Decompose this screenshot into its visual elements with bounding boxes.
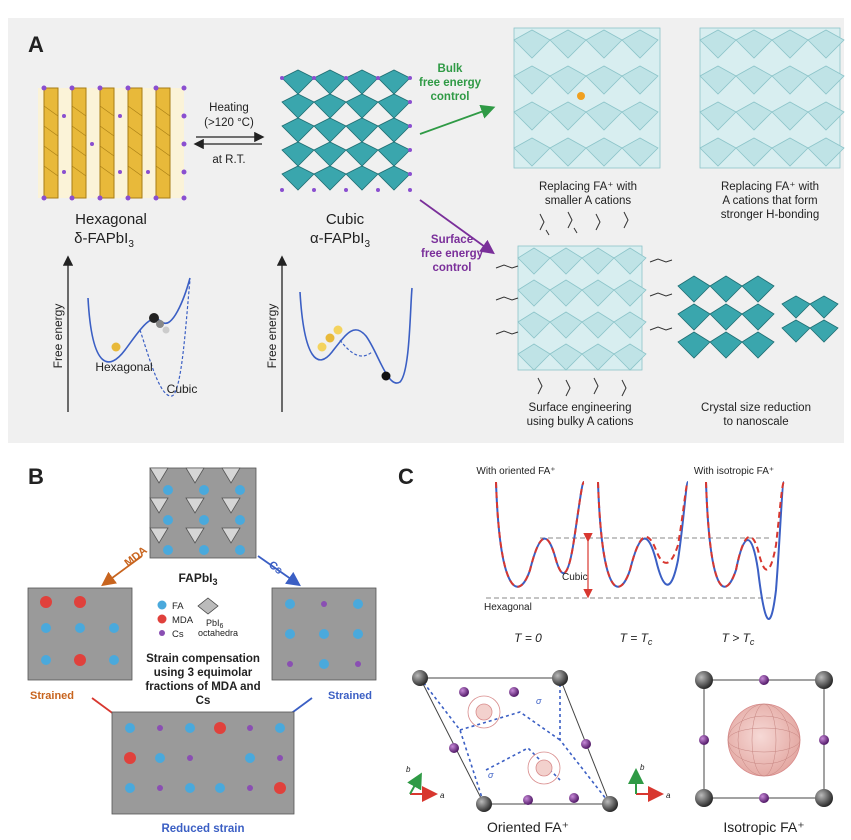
- strain-text-1: Strain compensation: [146, 653, 260, 665]
- small-cation-marker: [577, 92, 585, 100]
- energy-plot-cubic: [276, 255, 413, 412]
- sigma-label-1: σ: [536, 696, 542, 706]
- caption-nano-2: to nanoscale: [723, 416, 788, 428]
- plot-cubic-label: Cubic: [167, 382, 198, 396]
- surface-label-3: control: [433, 262, 472, 274]
- reduced-strain-label: Reduced strain: [161, 823, 244, 835]
- caption-smaller-2: smaller A cations: [545, 195, 632, 207]
- strain-text-4: Cs: [196, 695, 211, 707]
- panel-c-label: C: [398, 464, 414, 489]
- caption-hbond-3: stronger H-bonding: [721, 209, 819, 221]
- bulk-label-1: Bulk: [438, 63, 464, 75]
- axis-b-label-1: b: [406, 765, 411, 774]
- legend-fa: FA: [172, 601, 184, 612]
- bulky-cations: [495, 211, 673, 397]
- cs-arrow: [257, 555, 301, 587]
- caption-smaller-1: Replacing FA⁺ with: [539, 181, 637, 193]
- heating-label: Heating: [209, 102, 249, 114]
- bulk-control-arrow: [419, 104, 496, 135]
- caption-hbond-2: A cations that form: [722, 195, 817, 207]
- panel-a-label: A: [28, 32, 44, 57]
- cubic-name: Cubic: [326, 211, 365, 228]
- energy-plot-hexagonal: [62, 255, 191, 412]
- heating-temp-label: (>120 °C): [204, 117, 254, 129]
- hexagonal-formula: δ-FAPbI3: [74, 230, 134, 250]
- lattice-surface-engineering: [517, 245, 647, 371]
- oriented-caption: Oriented FA⁺: [487, 819, 569, 835]
- strain-text-2: using 3 equimolar: [154, 667, 253, 679]
- surface-label-2: free energy: [421, 248, 484, 260]
- cubic-iodide-atoms: [280, 76, 412, 192]
- temp-zero-label: T = 0: [514, 631, 542, 645]
- heating-arrows: [193, 131, 265, 150]
- sigma-label-2: σ: [488, 770, 494, 780]
- hexagonal-name: Hexagonal: [75, 211, 147, 228]
- bulk-label-2: free energy: [419, 77, 482, 89]
- axis-a-label-2: a: [666, 791, 671, 800]
- mda-strained-lattice: [27, 587, 133, 681]
- lattice-hbonding-cations: [699, 27, 845, 169]
- axis-b-label-2: b: [640, 763, 645, 772]
- cubic-structure: [281, 69, 411, 191]
- cs-strained-lattice: [271, 587, 377, 681]
- oriented-title: With oriented FA⁺: [476, 466, 555, 477]
- isotropic-title: With isotropic FA⁺: [694, 466, 774, 477]
- surface-control-arrow: [419, 199, 495, 255]
- mda-arrow: [101, 555, 143, 587]
- nanocrystals: [677, 275, 839, 359]
- free-energy-axis-1: Free energy: [51, 304, 65, 369]
- hexagonal-energy-label: Hexagonal: [484, 602, 532, 613]
- fapbi3-lattice: [149, 467, 257, 559]
- legend-mda: MDA: [172, 615, 194, 626]
- axis-a-label-1: a: [440, 791, 445, 800]
- lattice-smaller-cations: [513, 27, 661, 169]
- oriented-fa-cell: [407, 670, 618, 812]
- mda-arrow-label: MDA: [122, 544, 149, 569]
- cubic-formula: α-FAPbI3: [310, 230, 371, 250]
- surface-label-1: Surface: [431, 234, 473, 246]
- strained-right-label: Strained: [328, 690, 372, 702]
- legend-octahedra-2: octahedra: [198, 628, 238, 638]
- fapbi3-label: FAPbI3: [178, 571, 217, 587]
- energy-curves: [486, 481, 785, 620]
- isotropic-caption: Isotropic FA⁺: [723, 819, 804, 835]
- strained-left-label: Strained: [30, 690, 74, 702]
- caption-surface-1: Surface engineering: [529, 402, 632, 414]
- temp-tc-label: T = Tc: [620, 631, 653, 647]
- legend-octahedra-1: PbI6: [206, 618, 224, 630]
- hexagonal-structure: [38, 85, 187, 201]
- reduced-strain-lattice: [111, 711, 295, 815]
- plot-hexagonal-label: Hexagonal: [95, 360, 152, 374]
- caption-nano-1: Crystal size reduction: [701, 402, 811, 414]
- legend-cs: Cs: [172, 629, 184, 640]
- panel-b-legend: [157, 597, 219, 636]
- isotropic-fa-cell: [628, 671, 833, 807]
- free-energy-axis-2: Free energy: [265, 304, 279, 369]
- strain-text-3: fractions of MDA and: [145, 681, 260, 693]
- temp-above-tc-label: T > Tc: [722, 631, 755, 647]
- room-temp-label: at R.T.: [212, 154, 245, 166]
- caption-hbond-1: Replacing FA⁺ with: [721, 181, 819, 193]
- cubic-energy-label: Cubic: [562, 572, 588, 583]
- panel-b-label: B: [28, 464, 44, 489]
- bulk-label-3: control: [431, 91, 470, 103]
- cs-arrow-label: Cs: [266, 559, 284, 577]
- caption-surface-2: using bulky A cations: [527, 416, 634, 428]
